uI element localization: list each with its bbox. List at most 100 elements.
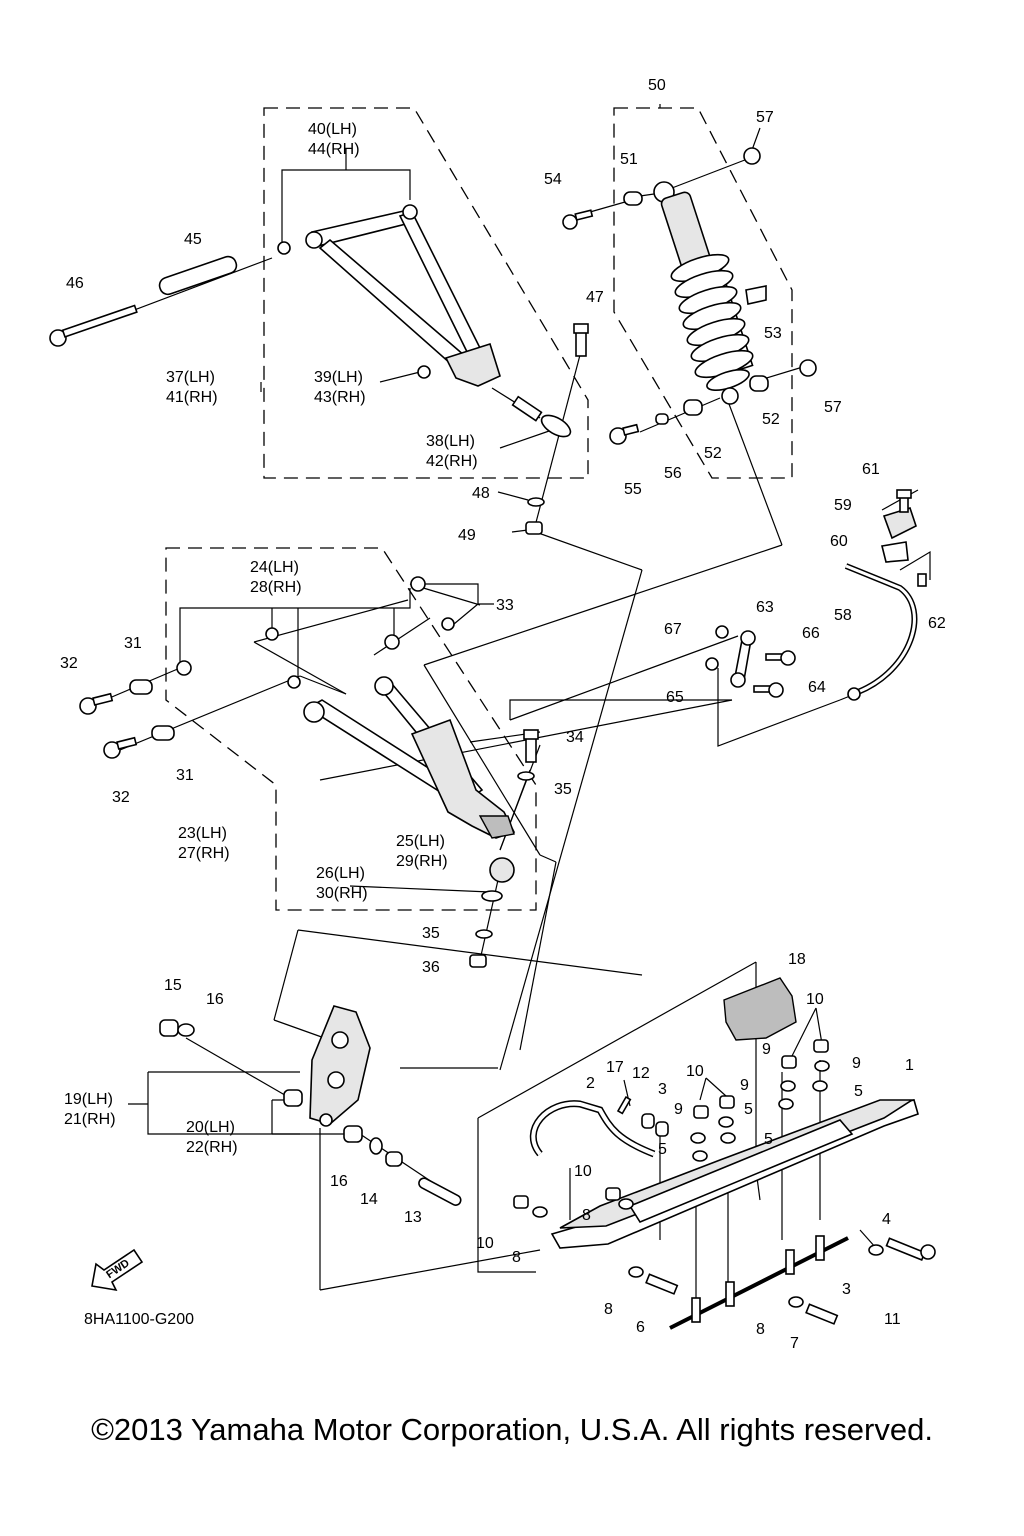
callout-58: 58 <box>834 607 852 624</box>
callout-12: 12 <box>632 1065 650 1082</box>
callout-9-a: 9 <box>762 1041 771 1058</box>
washer-48 <box>527 497 545 507</box>
callout-32-a: 32 <box>60 655 78 672</box>
callout-38: 38(LH) <box>426 433 475 450</box>
callout-22: 22(RH) <box>186 1139 238 1156</box>
washer-9-a <box>780 1080 796 1092</box>
callout-43: 43(RH) <box>314 389 366 406</box>
callout-34: 34 <box>566 729 584 746</box>
callout-67: 67 <box>664 621 682 638</box>
callout-8-a: 8 <box>512 1249 521 1266</box>
bushing-20 <box>283 1089 303 1107</box>
shock-absorber <box>653 181 754 405</box>
callout-32-b: 32 <box>112 789 130 806</box>
callout-29: 29(RH) <box>396 853 448 870</box>
bushing-56 <box>655 413 669 425</box>
bolt-61 <box>896 489 912 513</box>
callout-48: 48 <box>472 485 490 502</box>
callout-63: 63 <box>756 599 774 616</box>
callout-42: 42(RH) <box>426 453 478 470</box>
callout-49: 49 <box>458 527 476 544</box>
callout-4: 4 <box>882 1211 891 1228</box>
ski-1 <box>550 1099 919 1249</box>
stabilizer-bar-58 <box>844 563 918 701</box>
stabilizer-link-63 <box>730 630 756 688</box>
callout-65: 65 <box>666 689 684 706</box>
callout-61: 61 <box>862 461 880 478</box>
shock-group-outline <box>613 107 793 479</box>
callout-7: 7 <box>790 1335 799 1352</box>
callout-10-d: 10 <box>476 1235 494 1252</box>
callout-33: 33 <box>496 597 514 614</box>
washer-35-b <box>475 929 493 939</box>
callout-3-b: 3 <box>842 1281 851 1298</box>
ball-joint-25 <box>489 857 515 883</box>
bolt-64 <box>753 682 784 698</box>
bushing-22 <box>343 1125 363 1143</box>
bolt-6 <box>645 1273 679 1295</box>
callout-8-c: 8 <box>604 1301 613 1318</box>
bolt-55 <box>609 423 640 445</box>
callout-13: 13 <box>404 1209 422 1226</box>
pin-13 <box>418 1177 462 1206</box>
callout-9-d: 9 <box>674 1101 683 1118</box>
bolt-34 <box>523 729 539 763</box>
callout-35-b: 35 <box>422 925 440 942</box>
washer-9-b <box>814 1060 830 1072</box>
callout-5-c: 5 <box>764 1131 773 1148</box>
callout-10-a: 10 <box>806 991 824 1008</box>
callout-8-d: 8 <box>756 1321 765 1338</box>
washer-5-a <box>812 1080 828 1092</box>
bolt-62 <box>917 573 927 587</box>
spring-seat-53 <box>745 285 767 305</box>
bushing-60 <box>881 541 909 563</box>
ski-handle-2 <box>529 1100 656 1158</box>
callout-62: 62 <box>928 615 946 632</box>
bolt-54 <box>562 209 594 230</box>
callout-35-a: 35 <box>554 781 572 798</box>
bolt-66 <box>765 650 796 666</box>
washer-8-d <box>618 1198 634 1210</box>
washer-16-b <box>369 1137 383 1155</box>
callout-46: 46 <box>66 275 84 292</box>
callout-26: 26(LH) <box>316 865 365 882</box>
nut-10-a <box>513 1195 529 1209</box>
callout-66: 66 <box>802 625 820 642</box>
washer-8-c <box>532 1206 548 1218</box>
collar-52-a <box>749 375 769 392</box>
bolt-7 <box>805 1303 839 1325</box>
callout-11: 11 <box>884 1311 901 1328</box>
callout-55: 55 <box>624 481 642 498</box>
lower-a-arm <box>176 576 516 839</box>
callout-10-c: 10 <box>574 1163 592 1180</box>
bolt-32-b <box>103 736 138 759</box>
callout-37: 37(LH) <box>166 369 215 386</box>
nut-65 <box>705 657 719 671</box>
washer-5-c <box>720 1132 736 1144</box>
diagram-code: 8HA1100-G200 <box>84 1311 194 1328</box>
callout-54: 54 <box>544 171 562 188</box>
callout-52-b: 52 <box>704 445 722 462</box>
callout-28: 28(RH) <box>250 579 302 596</box>
collar-31-b <box>151 725 175 741</box>
upper-a-arm <box>277 204 501 387</box>
washer-3-a <box>868 1244 884 1256</box>
washer-9-d <box>718 1116 734 1128</box>
washer-8-b <box>788 1296 804 1308</box>
callout-52-a: 52 <box>762 411 780 428</box>
callout-15: 15 <box>164 977 182 994</box>
spindle-19 <box>309 1005 371 1127</box>
washer-8-a <box>628 1266 644 1278</box>
callout-50: 50 <box>648 77 666 94</box>
callout-21: 21(RH) <box>64 1111 116 1128</box>
nut-57-bottom <box>799 359 817 377</box>
callout-24: 24(LH) <box>250 559 299 576</box>
callout-23: 23(LH) <box>178 825 227 842</box>
callout-17: 17 <box>606 1059 624 1076</box>
callout-57-a: 57 <box>756 109 774 126</box>
upper-arm-group-outline <box>263 107 589 479</box>
washer-16-a <box>177 1023 195 1037</box>
callout-60: 60 <box>830 533 848 550</box>
callout-9-b: 9 <box>852 1055 861 1072</box>
callout-2: 2 <box>586 1075 595 1092</box>
